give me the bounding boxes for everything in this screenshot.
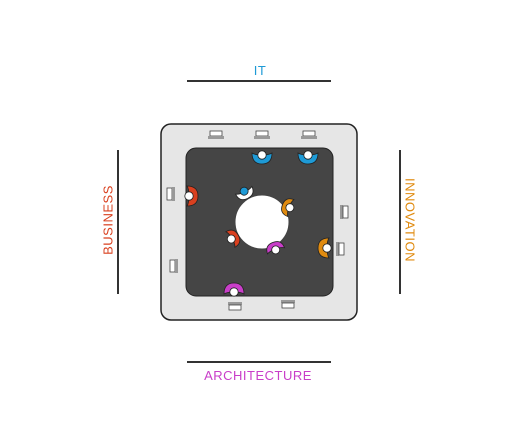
person-innovation-table xyxy=(281,198,295,218)
person-business-table xyxy=(225,229,241,249)
laptop-icon xyxy=(208,130,224,139)
person-architecture-table xyxy=(266,241,286,255)
laptop-icon xyxy=(166,187,175,201)
laptop-icon xyxy=(301,130,317,139)
person-it-2 xyxy=(297,150,319,165)
person-it-table xyxy=(234,185,254,201)
round-table xyxy=(234,194,290,250)
business-label: BUSINESS xyxy=(100,185,116,255)
person-business-wall xyxy=(184,185,199,207)
architecture-label: ARCHITECTURE xyxy=(204,368,312,383)
laptop-icon xyxy=(169,259,178,273)
person-architecture-wall xyxy=(223,282,245,297)
person-innovation-wall xyxy=(317,237,332,259)
innovation-label: INNOVATION xyxy=(402,178,418,262)
it-label: IT xyxy=(253,63,267,78)
laptop-icon xyxy=(281,300,295,309)
person-it-1 xyxy=(251,150,273,165)
laptop-icon xyxy=(254,130,270,139)
laptop-icon xyxy=(228,302,242,311)
laptop-icon xyxy=(340,205,349,219)
laptop-icon xyxy=(336,242,345,256)
